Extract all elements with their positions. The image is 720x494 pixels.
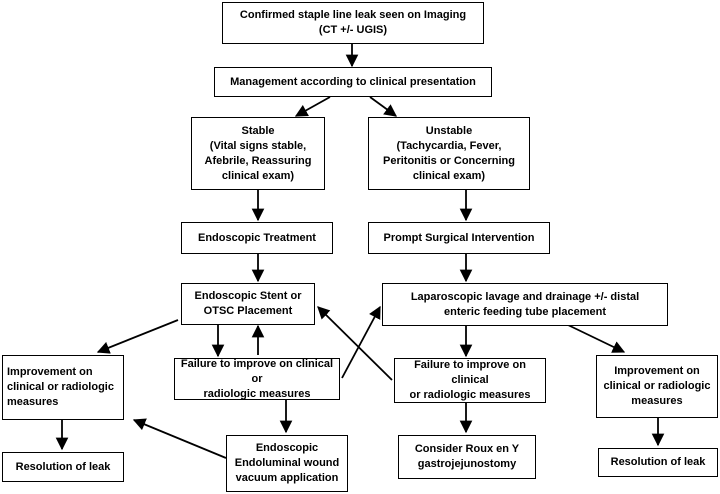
roux-en-y-text: Consider Roux en Y gastrojejunostomy [414,443,520,470]
stent-otsc-box: Endoscopic Stent or OTSC Placement [181,283,315,325]
failure-right-text: Failure to improve on clinical or radiol… [409,359,531,401]
endoscopic-treatment-box: Endoscopic Treatment [181,222,333,254]
resolution-right-text: Resolution of leak [610,456,706,468]
stable-box: Stable (Vital signs stable, Afebrile, Re… [191,117,325,190]
arrow-failure-right-to-stent [317,306,393,381]
management-text: Management according to clinical present… [230,75,476,88]
improvement-right-text: Improvement on clinical or radiologic me… [603,365,711,407]
unstable-text: Unstable (Tachycardia, Fever, Peritoniti… [382,124,515,182]
laparoscopic-text: Laparoscopic lavage and drainage +/- dis… [410,290,640,318]
confirmed-leak-text: Confirmed staple line leak seen on Imagi… [239,9,467,36]
arrow-stent-to-improvement-left [96,319,179,354]
wound-vac-text: Endoscopic Endoluminal wound vacuum appl… [234,442,340,484]
stable-text: Stable (Vital signs stable, Afebrile, Re… [204,124,312,182]
arrow-laparoscopic-to-improvement-right [567,324,626,353]
improvement-left-text: Improvement on clinical or radiologic me… [7,366,114,408]
prompt-surgical-box: Prompt Surgical Intervention [368,222,550,254]
resolution-left-box: Resolution of leak [2,452,124,482]
resolution-left-text: Resolution of leak [15,460,111,473]
failure-left-text: Failure to improve on clinical or radiol… [180,357,334,400]
resolution-right-box: Resolution of leak [598,448,718,477]
laparoscopic-box: Laparoscopic lavage and drainage +/- dis… [382,283,668,326]
arrow-management-to-unstable [369,96,398,117]
confirmed-leak-box: Confirmed staple line leak seen on Imagi… [222,2,484,44]
arrow-wound-vac-to-improvement-left [132,418,227,459]
endoscopic-treatment-text: Endoscopic Treatment [198,231,316,244]
stent-otsc-text: Endoscopic Stent or OTSC Placement [194,290,302,317]
arrow-management-to-stable [294,96,331,117]
prompt-surgical-text: Prompt Surgical Intervention [383,231,535,244]
management-box: Management according to clinical present… [214,67,492,97]
unstable-box: Unstable (Tachycardia, Fever, Peritoniti… [368,117,530,190]
arrow-failure-left-to-laparoscopic [341,305,381,379]
improvement-left-box: Improvement on clinical or radiologic me… [2,355,124,420]
improvement-right-box: Improvement on clinical or radiologic me… [596,355,718,418]
wound-vac-box: Endoscopic Endoluminal wound vacuum appl… [226,435,348,492]
failure-left-box: Failure to improve on clinical or radiol… [174,358,340,400]
roux-en-y-box: Consider Roux en Y gastrojejunostomy [398,435,536,479]
failure-right-box: Failure to improve on clinical or radiol… [394,358,546,403]
